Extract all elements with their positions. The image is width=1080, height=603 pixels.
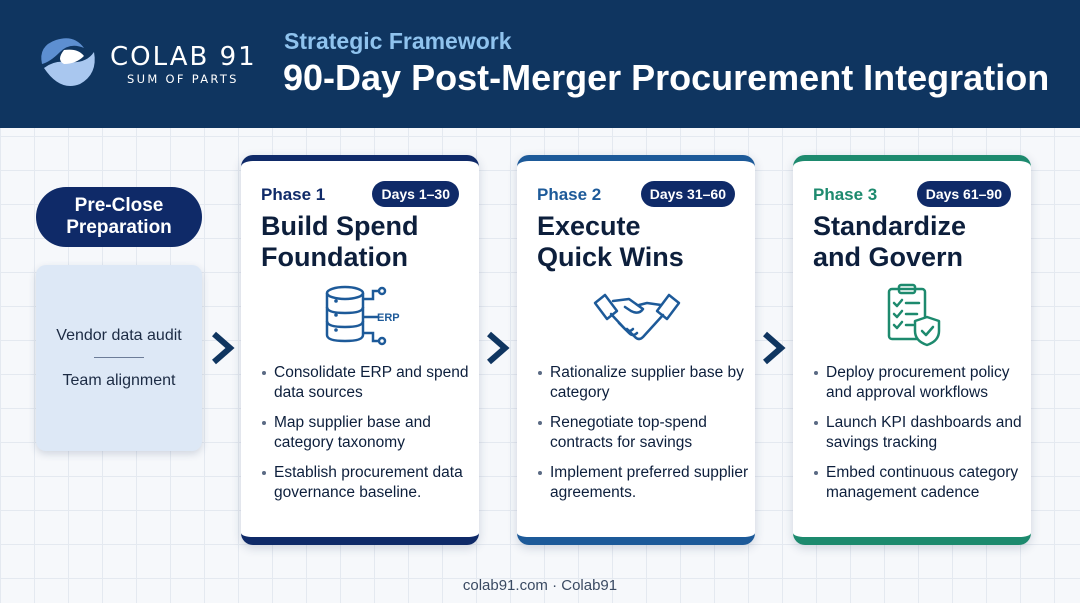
erp-label: ERP [377, 312, 400, 324]
phase-title: Standardize and Govern [813, 211, 1023, 273]
phase-title-line2: Quick Wins [537, 242, 684, 272]
pre-close-item: Vendor data audit [56, 326, 182, 344]
bullet-list: Rationalize supplier base by category Re… [537, 363, 749, 513]
logo-mark-icon [41, 38, 95, 86]
bullet-list: Consolidate ERP and spend data sources M… [261, 363, 473, 513]
phase-title-line2: Foundation [261, 242, 408, 272]
list-item: Renegotiate top-spend contracts for savi… [537, 413, 749, 453]
checklist-shield-icon [887, 283, 941, 347]
pre-close-pill: Pre-Close Preparation [36, 187, 202, 247]
phase-3-card: Phase 3 Days 61–90 Standardize and Gover… [793, 155, 1031, 545]
days-badge: Days 31–60 [640, 181, 735, 207]
phase-title-line1: Execute [537, 211, 641, 241]
phase-title-line1: Standardize [813, 211, 967, 241]
pre-close-divider [94, 356, 144, 358]
phase-label: Phase 3 [813, 185, 878, 204]
phase-2-card: Phase 2 Days 31–60 Execute Quick Wins Ra… [517, 155, 755, 545]
list-item: Implement preferred supplier agreements. [537, 463, 749, 503]
phase-label: Phase 1 [261, 185, 326, 204]
logo-name: COLAB 91 [110, 42, 257, 72]
pre-close-item: Team alignment [62, 371, 176, 389]
list-item: Launch KPI dashboards and savings tracki… [813, 413, 1025, 453]
phase-label: Phase 2 [537, 185, 602, 204]
chevron-right-icon [487, 331, 510, 365]
bullet-list: Deploy procurement policy and approval w… [813, 363, 1025, 513]
erp-database-icon: ERP [325, 285, 400, 346]
phase-title: Build Spend Foundation [261, 211, 471, 273]
header-subtitle: Strategic Framework [284, 28, 512, 54]
header-banner: COLAB 91 SUM OF PARTS Strategic Framewor… [0, 0, 1080, 128]
list-item: Embed continuous category management cad… [813, 463, 1025, 503]
list-item: Deploy procurement policy and approval w… [813, 363, 1025, 403]
footer-text: colab91.com · Colab91 [462, 577, 618, 594]
pre-close-box: Vendor data audit Team alignment [36, 265, 202, 451]
page-title: 90-Day Post-Merger Procurement Integrati… [283, 57, 1050, 98]
phase-title-line1: Build Spend [261, 211, 419, 241]
pre-close-title-line2: Preparation [66, 217, 172, 238]
days-badge: Days 1–30 [372, 181, 459, 207]
phase-title: Execute Quick Wins [537, 211, 747, 273]
list-item: Map supplier base and category taxonomy [261, 413, 473, 453]
logo-tagline: SUM OF PARTS [127, 72, 239, 86]
list-item: Establish procurement data governance ba… [261, 463, 473, 503]
days-badge: Days 61–90 [916, 181, 1011, 207]
chevron-right-icon [212, 331, 235, 365]
list-item: Consolidate ERP and spend data sources [261, 363, 473, 403]
handshake-icon [593, 293, 681, 341]
pre-close-title-line1: Pre-Close [74, 195, 164, 216]
chevron-right-icon [763, 331, 786, 365]
phase-title-line2: and Govern [813, 242, 964, 272]
phase-1-card: Phase 1 Days 1–30 Build Spend Foundation… [241, 155, 479, 545]
list-item: Rationalize supplier base by category [537, 363, 749, 403]
